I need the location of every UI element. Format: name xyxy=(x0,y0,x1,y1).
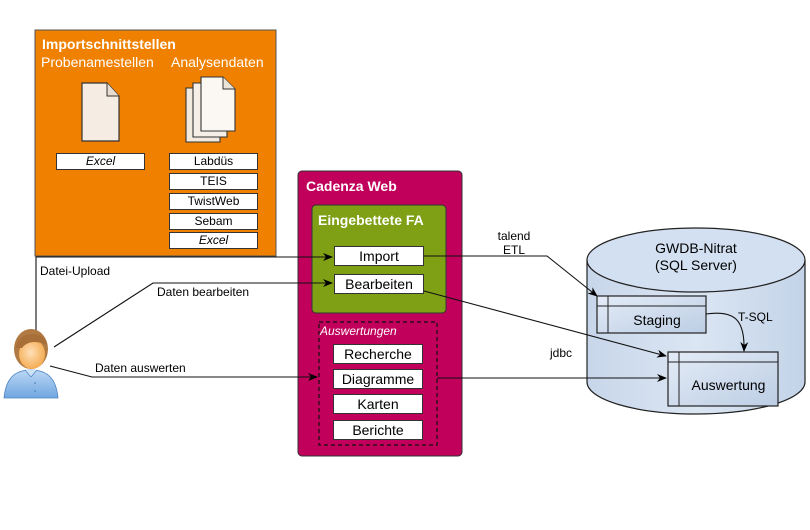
evaluation-maps: Karten xyxy=(333,394,423,414)
column-header-sample-sites: Probenamestellen xyxy=(41,54,154,70)
edge-label-upload: Datei-Upload xyxy=(40,264,111,278)
database-title: GWDB-Nitrat xyxy=(655,240,737,256)
evaluations-title: Auswertungen xyxy=(320,324,397,338)
import-module: Import xyxy=(334,246,424,266)
edge-label-tsql: T-SQL xyxy=(738,310,773,324)
database-subtitle: (SQL Server) xyxy=(655,257,737,273)
staging-table-label: Staging xyxy=(633,312,681,328)
auswertung-table xyxy=(667,351,779,407)
cadenza-title: Cadenza Web xyxy=(306,178,397,194)
edge-upload xyxy=(35,253,333,332)
edge-evaluate xyxy=(49,365,318,381)
edge-edit xyxy=(53,279,333,348)
evaluation-search: Recherche xyxy=(333,344,423,364)
import-source-labdues: Labdüs xyxy=(169,153,258,170)
evaluations-group xyxy=(318,321,438,446)
staging-table xyxy=(596,295,707,334)
user-icon xyxy=(3,329,59,399)
import-source-teis: TEIS xyxy=(169,173,258,190)
edge-label-edit: Daten bearbeiten xyxy=(157,285,250,299)
evaluation-reports: Berichte xyxy=(333,420,423,440)
documents-stack-icon xyxy=(185,76,236,143)
import-source-sebam: Sebam xyxy=(169,213,258,230)
edge-tsql xyxy=(705,312,749,352)
import-source-excel-samples: Excel xyxy=(56,153,145,170)
evaluation-diagrams: Diagramme xyxy=(333,369,423,389)
edge-label-etl-1: talend xyxy=(497,229,531,243)
import-panel-title: Importschnittstellen xyxy=(42,36,176,52)
edge-label-jdbc: jdbc xyxy=(550,346,573,360)
import-source-twistweb: TwistWeb xyxy=(169,193,258,210)
edge-label-evaluate: Daten auswerten xyxy=(95,361,186,375)
edge-jdbc-edit xyxy=(423,290,667,358)
edit-module: Bearbeiten xyxy=(334,274,424,294)
edge-label-etl-2: ETL xyxy=(502,243,525,257)
import-source-excel-analysis: Excel xyxy=(169,232,258,249)
embedded-fa-title: Eingebettete FA xyxy=(318,212,424,228)
edge-etl xyxy=(424,255,598,297)
column-header-analysis-data: Analysendaten xyxy=(171,54,264,70)
auswertung-table-label: Auswertung xyxy=(691,377,766,393)
document-icon xyxy=(81,82,120,142)
